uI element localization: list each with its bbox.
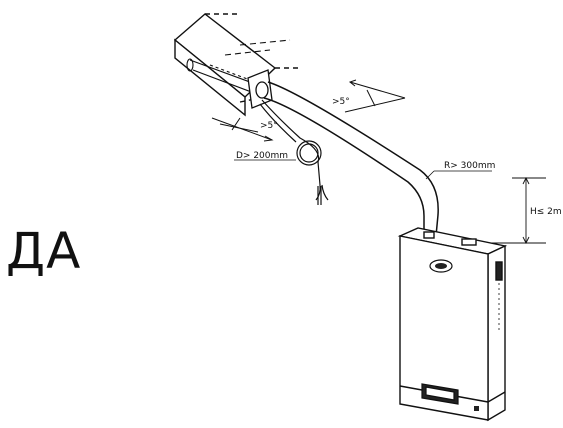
slope-label-upper: >5°	[332, 97, 350, 107]
slope-indicator-upper	[344, 79, 406, 113]
indoor-unit	[397, 227, 508, 422]
height-label: H≤ 2m	[530, 207, 562, 217]
diameter-label: D> 200mm	[236, 151, 288, 161]
drain-tube	[259, 99, 329, 205]
power-indicator-icon	[474, 406, 479, 411]
slope-label-lower: >5°	[260, 121, 278, 131]
slope-indicator-lower	[211, 117, 274, 142]
main-hose	[263, 81, 439, 237]
brand-logo-icon	[429, 259, 453, 273]
radius-label: R> 300mm	[444, 161, 495, 171]
wall-duct	[173, 13, 300, 117]
verdict-label: ДА	[6, 222, 82, 280]
control-panel	[421, 383, 459, 405]
